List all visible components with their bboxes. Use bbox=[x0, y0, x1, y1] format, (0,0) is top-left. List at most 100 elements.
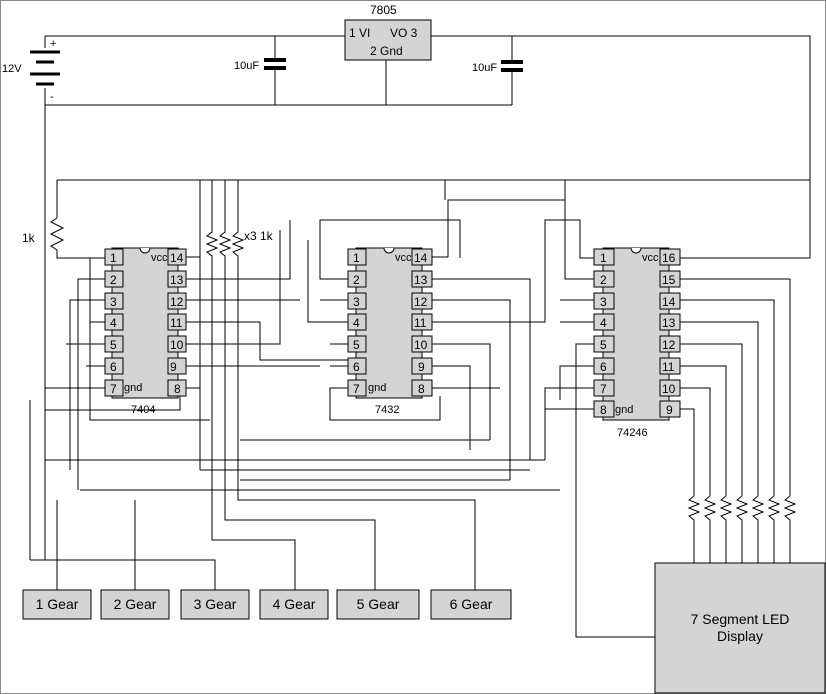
chip-74246-vcc: vcc bbox=[642, 252, 659, 264]
chip-7404-pin: 3 bbox=[110, 295, 117, 309]
chip-7432-pin: 6 bbox=[353, 360, 360, 374]
regulator-pin1: 1 VI bbox=[349, 26, 370, 40]
chip-74246-pin: 6 bbox=[600, 360, 607, 374]
chip-7404-pin: 10 bbox=[170, 338, 184, 352]
battery-minus: - bbox=[50, 91, 54, 103]
chip-7404-pin: 13 bbox=[170, 273, 184, 287]
chip-7432-pin: 10 bbox=[414, 338, 428, 352]
gear-3-button[interactable]: 3 Gear bbox=[180, 589, 250, 620]
chip-7432-pin: 5 bbox=[353, 338, 360, 352]
chip-7432-pin: 7 bbox=[353, 382, 360, 396]
battery: + - 12V bbox=[2, 38, 60, 103]
chip-7404-pin: 11 bbox=[170, 316, 183, 330]
capacitor-2: 10uF bbox=[472, 36, 523, 105]
chip-74246-pin: 15 bbox=[662, 273, 676, 287]
chip-74246-pin: 14 bbox=[662, 295, 676, 309]
chip-74246-pin: 10 bbox=[662, 382, 676, 396]
chip-74246-name: 74246 bbox=[617, 427, 648, 439]
power-section: + - 12V 7805 1 VI VO 3 2 Gnd 10uF bbox=[2, 3, 811, 560]
gear-wiring bbox=[29, 400, 476, 590]
chip-7432-left-pins: 1 2 3 4 5 6 7 bbox=[347, 248, 367, 397]
chip-74246-pin: 3 bbox=[600, 295, 607, 309]
resistor-array-label: x3 1k bbox=[244, 229, 274, 243]
chip-7432: vcc gnd 7432 1 2 3 4 5 6 7 14 13 12 11 1… bbox=[347, 247, 433, 416]
chip-7404: vcc gnd 7404 1 2 3 4 5 6 7 14 13 12 11 1… bbox=[104, 247, 187, 416]
gear-5-label: 5 Gear bbox=[357, 596, 400, 612]
gear-4-label: 4 Gear bbox=[273, 596, 316, 612]
chip-7432-pin: 4 bbox=[353, 316, 360, 330]
chip-74246-gnd: gnd bbox=[615, 404, 633, 416]
chip-7432-pin: 2 bbox=[353, 273, 360, 287]
chip-7404-pin: 2 bbox=[110, 273, 117, 287]
capacitor-1-label: 10uF bbox=[234, 60, 259, 72]
chip-7404-pin: 7 bbox=[110, 382, 117, 396]
gear-buttons: 1 Gear 2 Gear 3 Gear 4 Gear 5 Gear 6 Gea… bbox=[22, 589, 512, 620]
chip-7404-pin: 9 bbox=[170, 360, 177, 374]
display-label-line1: 7 Segment LED bbox=[691, 611, 790, 627]
gear-5-button[interactable]: 5 Gear bbox=[336, 589, 420, 620]
gear-6-label: 6 Gear bbox=[450, 596, 493, 612]
seven-segment-display: 7 Segment LED Display bbox=[654, 562, 826, 694]
wiring bbox=[45, 180, 791, 638]
battery-voltage: 12V bbox=[2, 63, 22, 75]
chip-74246-left-pins: 1 2 3 4 5 6 7 8 bbox=[593, 248, 615, 418]
chip-7404-pin: 6 bbox=[110, 360, 117, 374]
chip-7404-gnd: gnd bbox=[124, 382, 142, 394]
pullup-resistor: 1k bbox=[22, 217, 105, 259]
gear-4-button[interactable]: 4 Gear bbox=[259, 589, 329, 620]
regulator-name: 7805 bbox=[370, 3, 397, 17]
chip-7404-pin: 8 bbox=[174, 382, 181, 396]
chip-74246-pin: 1 bbox=[600, 251, 607, 265]
chip-74246-pin: 8 bbox=[600, 403, 607, 417]
chip-7404-left-pins: 1 2 3 4 5 6 7 bbox=[104, 248, 124, 397]
chip-7432-pin: 11 bbox=[414, 316, 427, 330]
gear-6-button[interactable]: 6 Gear bbox=[430, 589, 512, 620]
battery-plus: + bbox=[50, 38, 56, 50]
gear-2-label: 2 Gear bbox=[114, 596, 157, 612]
regulator-pin3: VO 3 bbox=[390, 26, 418, 40]
chip-7404-pin: 4 bbox=[110, 316, 117, 330]
chip-74246-pin: 5 bbox=[600, 338, 607, 352]
chip-7432-pin: 1 bbox=[353, 251, 360, 265]
chip-74246-pin: 7 bbox=[600, 382, 607, 396]
chip-74246: vcc gnd 74246 1 2 3 4 5 6 7 8 16 15 14 1… bbox=[593, 247, 681, 439]
chip-7432-pin: 12 bbox=[414, 295, 428, 309]
chip-74246-pin: 13 bbox=[662, 316, 676, 330]
gear-2-button[interactable]: 2 Gear bbox=[100, 589, 170, 620]
regulator-pin2: 2 Gnd bbox=[370, 44, 403, 58]
display-label-line2: Display bbox=[717, 628, 763, 644]
chip-7432-right-pins: 14 13 12 11 10 9 8 bbox=[411, 248, 433, 397]
chip-7432-name: 7432 bbox=[375, 404, 399, 416]
chip-7404-pin: 5 bbox=[110, 338, 117, 352]
chip-7432-pin: 8 bbox=[418, 382, 425, 396]
voltage-regulator: 7805 1 VI VO 3 2 Gnd bbox=[344, 3, 432, 61]
chip-7404-pin: 12 bbox=[170, 295, 184, 309]
capacitor-2-label: 10uF bbox=[472, 62, 497, 74]
chip-7432-pin: 9 bbox=[418, 360, 425, 374]
chip-74246-pin: 11 bbox=[662, 360, 675, 374]
resistor-array: x3 1k bbox=[205, 180, 274, 470]
chip-74246-pin: 9 bbox=[666, 403, 673, 417]
chip-74246-pin: 12 bbox=[662, 338, 676, 352]
chip-7432-pin: 3 bbox=[353, 295, 360, 309]
chip-7404-pin: 1 bbox=[110, 251, 117, 265]
capacitor-1: 10uF bbox=[234, 36, 286, 105]
chip-7432-pin: 13 bbox=[414, 273, 428, 287]
chip-7432-pin: 14 bbox=[414, 251, 428, 265]
chip-74246-right-pins: 16 15 14 13 12 11 10 9 bbox=[659, 248, 681, 418]
chip-7432-vcc: vcc bbox=[395, 252, 412, 264]
chip-74246-pin: 16 bbox=[662, 251, 676, 265]
chip-74246-pin: 2 bbox=[600, 273, 607, 287]
chip-74246-pin: 4 bbox=[600, 316, 607, 330]
gear-3-label: 3 Gear bbox=[194, 596, 237, 612]
gear-1-button[interactable]: 1 Gear bbox=[22, 589, 92, 620]
chip-7404-pin: 14 bbox=[170, 251, 184, 265]
chip-7404-right-pins: 14 13 12 11 10 9 8 bbox=[167, 248, 187, 397]
chip-7432-gnd: gnd bbox=[368, 382, 386, 394]
gear-1-label: 1 Gear bbox=[36, 596, 79, 612]
pullup-resistor-label: 1k bbox=[22, 231, 36, 245]
segment-resistors bbox=[687, 495, 797, 563]
chip-7404-vcc: vcc bbox=[151, 252, 168, 264]
